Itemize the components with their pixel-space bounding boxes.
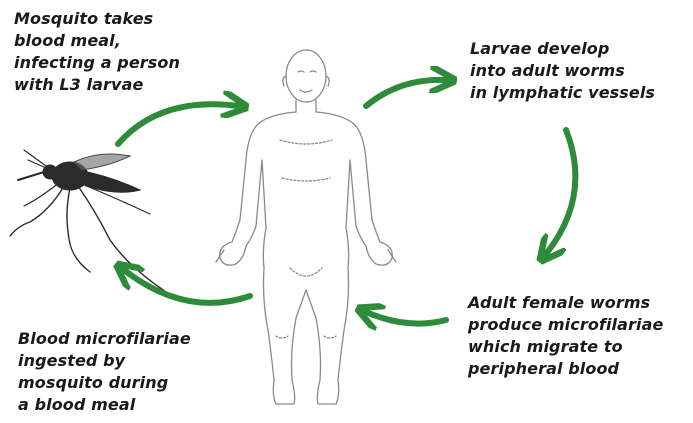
caption-line: peripheral blood (468, 358, 663, 380)
caption-line: a blood meal (18, 394, 191, 416)
caption-line: infecting a person (14, 52, 180, 74)
caption-microfilariae-ingested: Blood microfilariae ingested by mosquito… (18, 328, 191, 416)
caption-line: Blood microfilariae (18, 328, 191, 350)
caption-larvae-develop: Larvae develop into adult worms in lymph… (470, 38, 655, 104)
arrow-human-to-lymph (366, 80, 446, 106)
caption-line: Mosquito takes (14, 8, 180, 30)
caption-line: ingested by (18, 350, 191, 372)
caption-line: Adult female worms (468, 292, 663, 314)
caption-mosquito-bite: Mosquito takes blood meal, infecting a p… (14, 8, 180, 96)
caption-line: in lymphatic vessels (470, 82, 655, 104)
arrow-blood-to-human (366, 312, 446, 324)
caption-line: mosquito during (18, 372, 191, 394)
arrow-mosquito-to-human (118, 104, 238, 144)
caption-line: which migrate to (468, 336, 663, 358)
caption-adult-worms: Adult female worms produce microfilariae… (468, 292, 663, 380)
caption-line: into adult worms (470, 60, 655, 82)
caption-line: with L3 larvae (14, 74, 180, 96)
arrow-lymph-to-blood (546, 130, 575, 254)
caption-line: Larvae develop (470, 38, 655, 60)
arrow-human-to-mosquito (124, 270, 250, 303)
caption-line: blood meal, (14, 30, 180, 52)
caption-line: produce microfilariae (468, 314, 663, 336)
